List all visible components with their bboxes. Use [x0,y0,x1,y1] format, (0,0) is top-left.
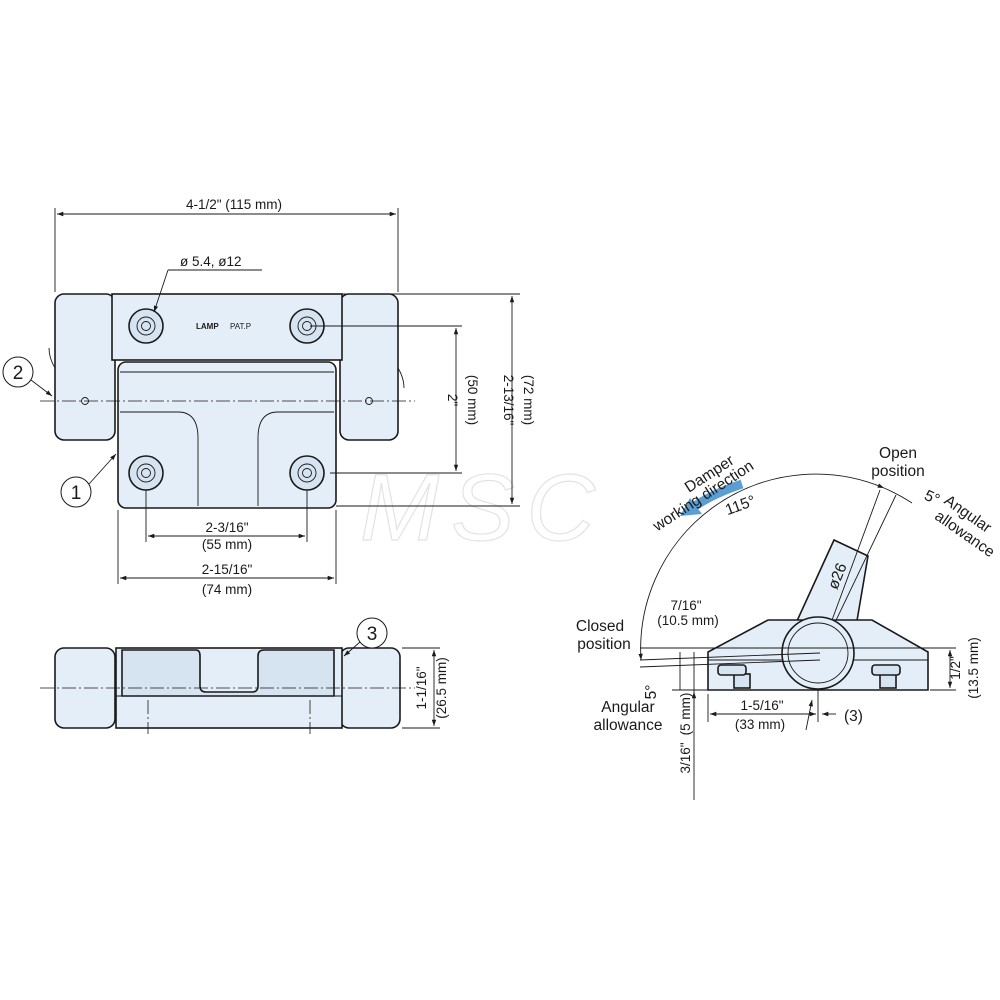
hole-spacing-mm: (55 mm) [202,537,252,552]
height-in: 1/2" [948,656,963,680]
callout-paren-3: (3) [844,708,863,725]
side-view: Damper working direction Open position 1… [576,445,998,800]
height-outer-mm: (72 mm) [521,375,536,425]
height-inner-mm: (50 mm) [465,375,480,425]
height-inner-in: 2" [445,394,460,407]
height-mm: (13.5 mm) [966,637,981,699]
open-label-2: position [871,463,924,480]
logo: LAMP [196,322,219,331]
lower-leaf [117,361,337,509]
hole-bottom-left [128,455,164,491]
hole-callout: ø 5.4, ø12 [180,254,242,269]
body-width-mm: (74 mm) [202,582,252,597]
logo-suffix: PAT.P [230,322,251,331]
callout-3-circle [356,617,388,649]
body-width-in: 2-15/16" [202,562,253,577]
base-width-in: 1-5/16" [740,698,783,713]
height-outer-in: 2-13/16" [501,375,516,426]
angle-allow-bottom: 5° [643,685,660,700]
hole-top-left [128,308,164,344]
thickness-in: 1-1/16" [414,666,429,709]
right-knuckle [339,293,399,441]
hole-bottom-right [289,455,325,491]
watermark: MSC [360,455,607,561]
closed-label-2: position [577,636,630,653]
gap-in: 3/16" [678,742,693,773]
offset-in: 7/16" [670,598,701,613]
callout-2: 2 [13,363,24,384]
callout-2-circle [2,356,34,388]
thickness-mm: (26.5 mm) [434,657,449,719]
angle-total: 115° [723,492,758,519]
hole-spacing-in: 2-3/16" [205,520,248,535]
left-knuckle [54,293,116,441]
callout-1-circle [60,476,92,508]
gap-mm: (5 mm) [678,693,693,736]
overall-width-label: 4-1/2" (115 mm) [186,197,282,212]
angular-allowance-b2: allowance [594,717,663,734]
offset-mm: (10.5 mm) [657,613,719,628]
angle-allow-top: 5° [922,487,943,509]
callout-3: 3 [367,624,378,645]
open-label-1: Open [879,445,917,462]
front-view: 1-1/16" (26.5 mm) 3 [40,617,449,734]
base-width-mm: (33 mm) [735,717,785,732]
top-view: LAMP PAT.P 4-1/2" (115 mm) ø 5.4, ø12 2"… [2,197,536,597]
closed-label-1: Closed [576,618,624,635]
callout-1: 1 [71,483,82,504]
angular-allowance-b1: Angular [601,699,654,716]
